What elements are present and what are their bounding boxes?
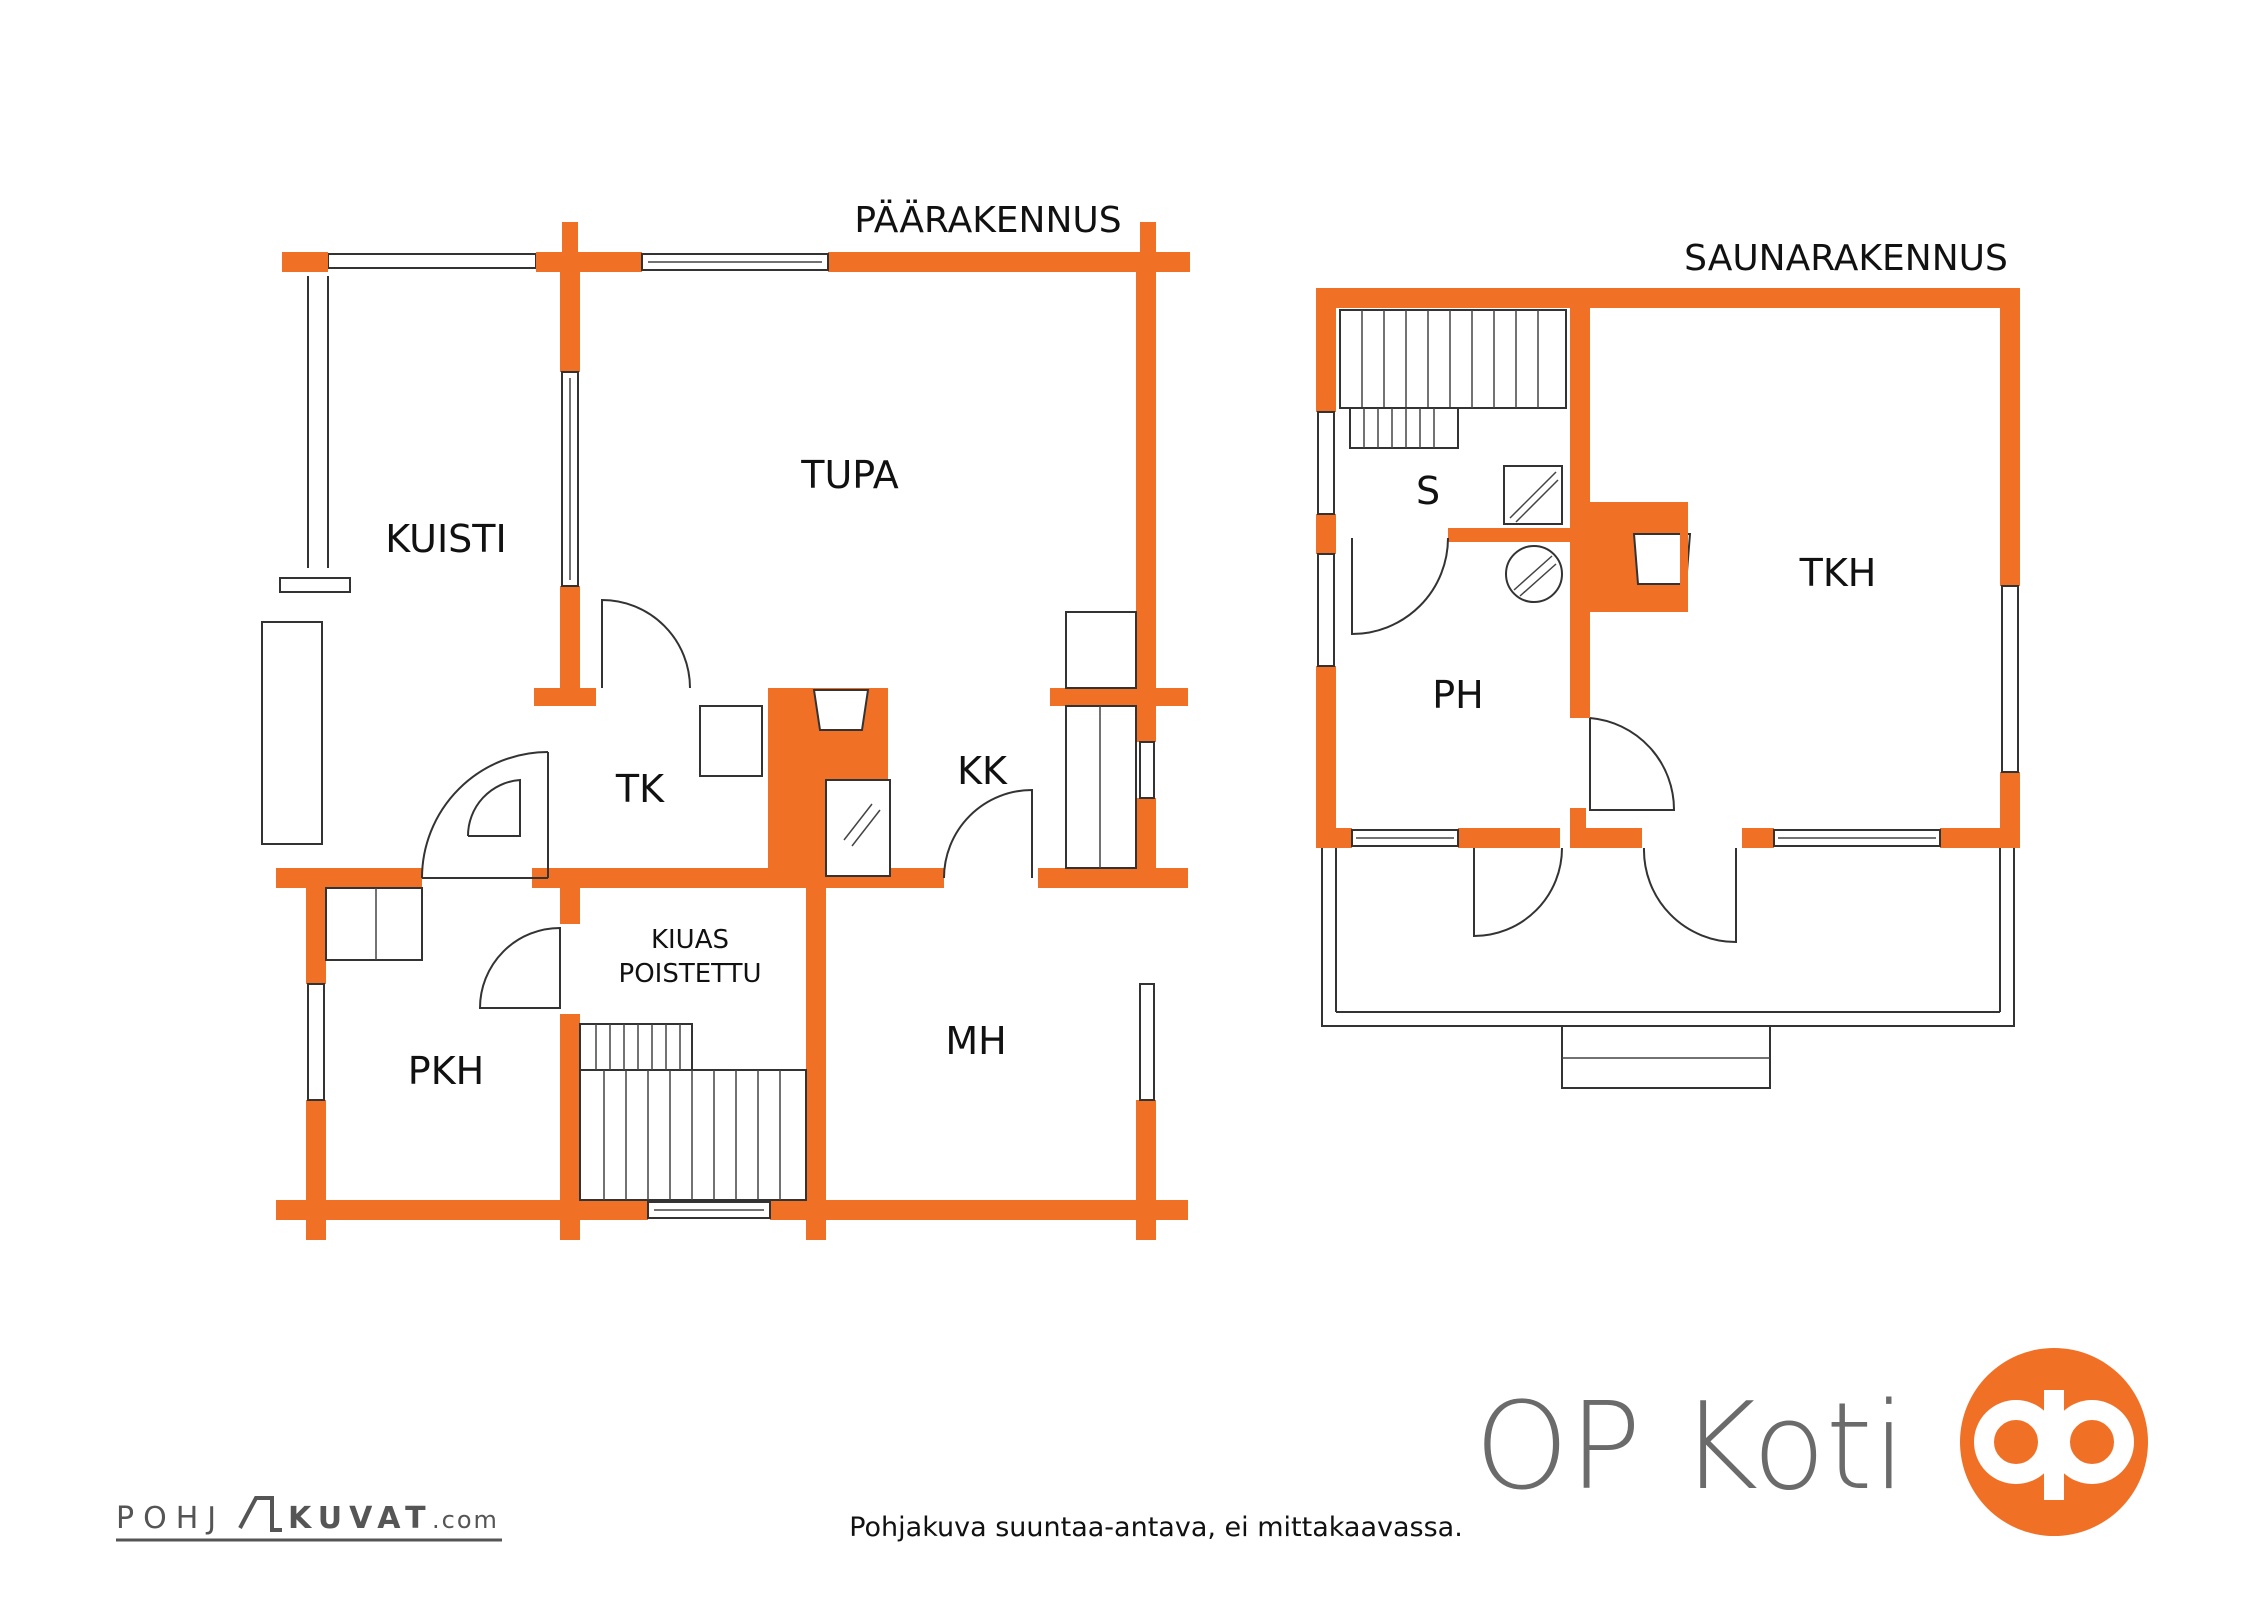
- main-windows: [307, 253, 1155, 1219]
- sauna-benches: [1339, 309, 1567, 449]
- sauna-drains: [1503, 465, 1563, 603]
- tupa-fireplace: [812, 689, 891, 877]
- pohjakuvat-logo-right: KUVAT: [288, 1501, 433, 1536]
- footer: Pohjakuva suuntaa-antava, ei mittakaavas…: [116, 1348, 2148, 1543]
- room-label-kk: KK: [957, 749, 1008, 793]
- room-label-tk: TK: [615, 767, 665, 811]
- porch-outline: [261, 253, 537, 845]
- sauna-stove: [1632, 502, 1692, 612]
- room-label-tkh: TKH: [1799, 551, 1877, 595]
- brand-name: OP Koti: [1475, 1378, 1906, 1517]
- room-label-tupa: TUPA: [800, 453, 899, 497]
- main-stairs: [579, 1023, 807, 1201]
- pohjakuvat-logo-left: POHJ: [116, 1501, 225, 1536]
- room-label-s: S: [1416, 469, 1440, 513]
- main-building: [261, 222, 1190, 1240]
- room-label-pkh: PKH: [408, 1049, 484, 1093]
- room-label-ph: PH: [1432, 673, 1484, 717]
- op-logo-icon: [1960, 1348, 2148, 1536]
- building-title-sauna: SAUNARAKENNUS: [1684, 238, 2008, 279]
- main-fixtures: [325, 611, 1137, 961]
- room-label-kiuas-line1: KIUAS: [651, 925, 729, 955]
- sauna-windows: [1317, 411, 2019, 847]
- pohjakuvat-logo: POHJ KUVAT .com: [116, 1496, 502, 1542]
- room-label-kuisti: KUISTI: [385, 517, 506, 561]
- labels: PÄÄRAKENNUS SAUNARAKENNUS KUISTI TUPA TK…: [385, 199, 2008, 1093]
- room-label-kiuas-line2: POISTETTU: [619, 959, 762, 989]
- building-title-main: PÄÄRAKENNUS: [854, 199, 1121, 241]
- sauna-walls: [1316, 288, 2020, 848]
- disclaimer-text: Pohjakuva suuntaa-antava, ei mittakaavas…: [849, 1512, 1463, 1543]
- sauna-building: [1316, 288, 2020, 1089]
- sauna-doors: [1351, 537, 1737, 944]
- room-label-mh: MH: [945, 1019, 1006, 1063]
- main-doors: [421, 598, 1033, 1009]
- sauna-terrace: [1321, 848, 2015, 1089]
- pohjakuvat-logo-tld: .com: [432, 1506, 499, 1534]
